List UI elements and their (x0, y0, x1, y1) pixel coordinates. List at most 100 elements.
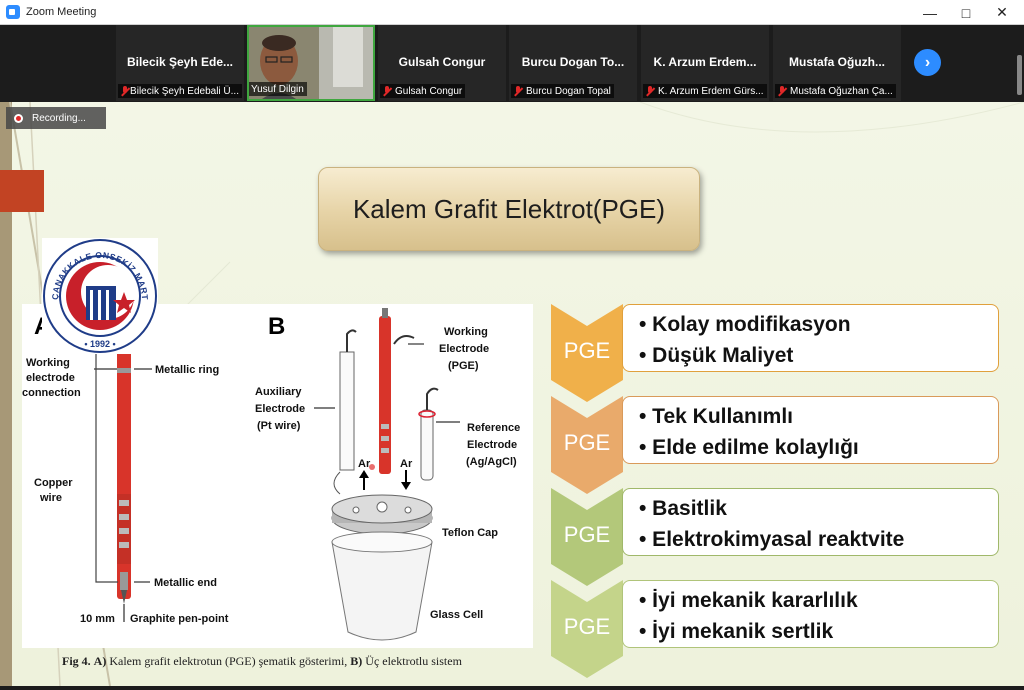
participant-name: Bilecik Şeyh Ede... (126, 55, 234, 69)
participant-label-text: Yusuf Dilgin (251, 83, 304, 95)
participant-tile[interactable]: Burcu Dogan To... Burcu Dogan Topal (509, 25, 637, 101)
graphite-tip (121, 590, 127, 604)
pge-chevron (551, 580, 623, 678)
pge-label: PGE (563, 430, 611, 455)
label-10mm: 10 mm (80, 613, 115, 625)
participant-scrollbar[interactable] (1015, 25, 1024, 102)
participant-strip: Bilecik Şeyh Ede... Bilecik Şeyh Edebali… (0, 25, 1024, 102)
electrode-diagram: A Working electrode connection Metallic … (22, 308, 520, 641)
pge-bullets-box: • İyi mekanik kararlılık • İyi mekanik s… (622, 580, 999, 648)
bullet-text: • Kolay modifikasyon (639, 313, 851, 336)
caption-a: A) (93, 654, 107, 668)
participant-name: Burcu Dogan To... (521, 55, 625, 69)
participant-label: Gulsah Congur (380, 84, 466, 98)
label-graphite-pen-point: Graphite pen-point (130, 613, 229, 625)
label-electrode-aux: Electrode (255, 403, 305, 415)
label-electrode-b: Electrode (439, 343, 489, 355)
participant-label-text: K. Arzum Erdem Gürs... (658, 85, 764, 97)
muted-mic-icon (777, 85, 787, 97)
participant-tile[interactable]: Gulsah Congur Gulsah Congur (378, 25, 506, 101)
bullet-text: • Tek Kullanımlı (639, 405, 793, 428)
zoom-app-icon (6, 5, 20, 19)
label-pt-wire: (Pt wire) (257, 420, 301, 432)
participant-tile[interactable]: Mustafa Oğuzh... Mustafa Oğuzhan Ça... (773, 25, 901, 101)
metallic-end (120, 572, 128, 590)
pge-chevron (551, 396, 623, 494)
bullet-text: • Basitlik (639, 497, 727, 520)
label-electrode: electrode (26, 372, 75, 384)
label-teflon-cap: Teflon Cap (442, 527, 498, 539)
muted-mic-icon (513, 85, 523, 97)
auxiliary-electrode (339, 351, 355, 471)
close-button[interactable]: ✕ (996, 4, 1008, 20)
pge-label: PGE (563, 614, 611, 639)
electrode-figure: A Working electrode connection Metallic … (22, 304, 533, 648)
participant-name: Mustafa Oğuzh... (789, 55, 885, 69)
label-glass-cell: Glass Cell (430, 609, 483, 621)
pge-label: PGE (563, 522, 611, 547)
chevron-right-icon: › (924, 53, 931, 71)
recording-label: Recording... (32, 112, 86, 124)
participant-label-text: Burcu Dogan Topal (526, 85, 611, 97)
record-icon (14, 113, 23, 123)
scrollbar-thumb[interactable] (1017, 55, 1022, 95)
muted-mic-icon (645, 85, 655, 97)
reference-electrode (420, 409, 434, 481)
pge-bullets-box: • Basitlik • Elektrokimyasal reaktvite (622, 488, 999, 556)
label-copper: Copper (34, 477, 73, 489)
slide-title-box: Kalem Grafit Elektrot(PGE) (318, 167, 700, 251)
university-logo: ÇANAKKALE ONSEKİZ MART ÜNİVERSİTESİ • 19… (39, 230, 158, 354)
maximize-button[interactable]: □ (961, 4, 971, 21)
bullet-text: • Elektrokimyasal reaktvite (639, 528, 905, 551)
participant-label: Burcu Dogan Topal (511, 84, 614, 98)
participant-label: Bilecik Şeyh Edebali Ü... (118, 84, 242, 98)
bullet-text: • Düşük Maliyet (639, 344, 794, 367)
shared-slide: Kalem Grafit Elektrot(PGE) A Working ele… (0, 102, 1024, 686)
bullet-text: • Elde edilme kolaylığı (639, 436, 859, 459)
next-participants-button[interactable]: › (914, 49, 941, 76)
label-ar-out: Ar (400, 458, 413, 470)
participant-label-text: Gulsah Congur (395, 85, 463, 97)
muted-mic-icon (382, 85, 392, 97)
minimize-button[interactable]: — (923, 4, 937, 21)
slide-title: Kalem Grafit Elektrot(PGE) (352, 193, 666, 224)
recording-indicator[interactable]: Recording... (6, 107, 106, 129)
figure-caption: Fig 4. A) Kalem grafit elektrotun (PGE) … (62, 654, 462, 669)
pge-label: PGE (563, 338, 611, 363)
pge-bullets-box: • Tek Kullanımlı • Elde edilme kolaylığı (622, 396, 999, 464)
label-electrode-ref: Electrode (467, 439, 517, 451)
window-title: Zoom Meeting (26, 6, 97, 18)
logo-year: • 1992 • (84, 339, 115, 349)
glass-cell (331, 541, 433, 641)
label-metallic-end: Metallic end (154, 577, 217, 589)
pge-chevron (551, 488, 623, 586)
label-pge: (PGE) (448, 360, 479, 372)
participant-label: Yusuf Dilgin (249, 82, 307, 96)
bottom-bar (0, 686, 1024, 690)
pge-bullets-box: • Kolay modifikasyon • Düşük Maliyet (622, 304, 999, 372)
label-reference: Reference (467, 422, 520, 434)
working-electrode (379, 316, 391, 474)
label-auxiliary: Auxiliary (255, 386, 302, 398)
participant-label-text: Bilecik Şeyh Edebali Ü... (130, 85, 239, 97)
participant-label: Mustafa Oğuzhan Ça... (775, 84, 896, 98)
label-working-b: Working (444, 326, 488, 338)
label-metallic-ring: Metallic ring (155, 364, 219, 376)
label-connection: connection (22, 387, 81, 399)
participant-video-tile[interactable]: Yusuf Dilgin (247, 25, 375, 101)
muted-mic-icon (120, 85, 128, 97)
caption-text1: Kalem grafit elektrotun (PGE) şematik gö… (109, 654, 348, 668)
participant-tile[interactable]: Bilecik Şeyh Ede... Bilecik Şeyh Edebali… (116, 25, 244, 101)
panel-b-label: B (268, 313, 285, 340)
label-wire: wire (39, 492, 62, 504)
caption-fig: Fig 4. (62, 654, 91, 668)
participant-label-text: Mustafa Oğuzhan Ça... (790, 85, 893, 97)
participant-name: K. Arzum Erdem... (653, 55, 757, 69)
caption-text2: Üç elektrotlu sistem (365, 654, 462, 668)
participant-label: K. Arzum Erdem Gürs... (643, 84, 767, 98)
caption-b: B) (350, 654, 363, 668)
participant-name: Gulsah Congur (398, 55, 486, 69)
label-ar-in: Ar (358, 458, 371, 470)
window-titlebar: Zoom Meeting — □ ✕ (0, 0, 1024, 25)
participant-tile[interactable]: K. Arzum Erdem... K. Arzum Erdem Gürs... (641, 25, 769, 101)
